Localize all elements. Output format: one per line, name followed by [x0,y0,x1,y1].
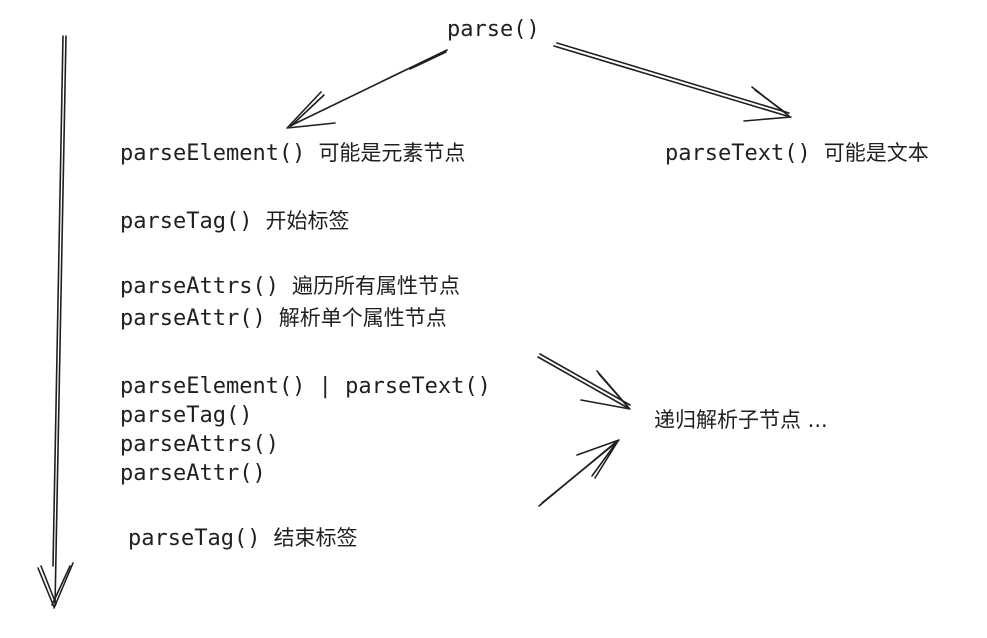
step-parse-tag-open-code: parseTag() [120,209,253,234]
step-parse-tag-close-note: 结束标签 [273,526,358,550]
recursion-label: 递归解析子节点 ... [654,407,828,436]
node-parse-text-code: parseText() [665,141,811,166]
recursion-line-parse-attrs: parseAttrs() [120,432,279,457]
arrow-shaft-double [556,42,790,114]
recursion-line-parse-attr: parseAttr() [120,461,266,486]
arrow-barb-double [754,89,787,114]
arrow-shaft-double [52,35,64,567]
arrow-barb [286,122,336,129]
arrow-barb-double [290,94,325,127]
step-parse-attrs: parseAttrs() 遍历所有属性节点 [120,273,460,302]
parse-to-parsetext-arrow [553,42,792,122]
arrow-barb [37,567,55,608]
step-parse-tag-open-note: 开始标签 [265,209,350,233]
node-parse-element-code: parseElement() [120,141,306,166]
recursion-label-text: 递归解析子节点 ... [654,408,828,432]
step-parse-attrs-note: 遍历所有属性节点 [291,274,460,298]
step-parse-attr: parseAttr() 解析单个属性节点 [120,305,447,334]
recursion-line-parse-element-or-text: parseElement() | parseText() [120,374,491,399]
step-parse-tag-close: parseTag() 结束标签 [128,525,357,554]
step-parse-attrs-code: parseAttrs() [120,274,279,299]
arrow-shaft [553,45,788,117]
recursion-call-block: parseElement() | parseText() parseTag() … [120,372,491,488]
arrow-barb [53,562,74,609]
arrow-barb [580,399,631,410]
arrow-shaft-double [539,353,631,406]
recursion-upper-arrow [537,353,631,410]
arrow-barb-double [591,442,617,477]
arrow-shaft [289,49,448,127]
recursion-lower-arrow [538,439,620,507]
node-parse: parse() [447,17,540,45]
arrow-shaft-double [538,441,617,507]
arrow-shaft-double [409,51,447,70]
arrow-barb [287,91,322,128]
arrow-barb-double [598,373,628,407]
arrow-shaft [54,35,67,607]
step-parse-attr-code: parseAttr() [120,306,266,331]
arrow-barb-double [40,565,57,605]
node-parse-text: parseText() 可能是文本 [665,140,929,169]
arrow-barb [743,116,792,122]
step-parse-tag-open: parseTag() 开始标签 [120,208,349,237]
arrow-barb-double [51,565,71,606]
arrow-shaft [537,356,629,409]
arrow-barb [576,439,620,456]
step-parse-tag-close-code: parseTag() [128,526,261,551]
parse-to-parseelement-arrow [286,49,448,129]
node-parse-code: parse() [447,17,540,42]
step-parse-attr-note: 解析单个属性节点 [278,306,447,330]
node-parse-element-note: 可能是元素节点 [318,141,466,165]
recursion-line-parse-tag: parseTag() [120,403,253,428]
node-parse-text-note: 可能是文本 [823,141,929,165]
flow-sequence-arrow [37,35,74,609]
arrow-barb [594,440,619,479]
node-parse-element: parseElement() 可能是元素节点 [120,140,465,169]
